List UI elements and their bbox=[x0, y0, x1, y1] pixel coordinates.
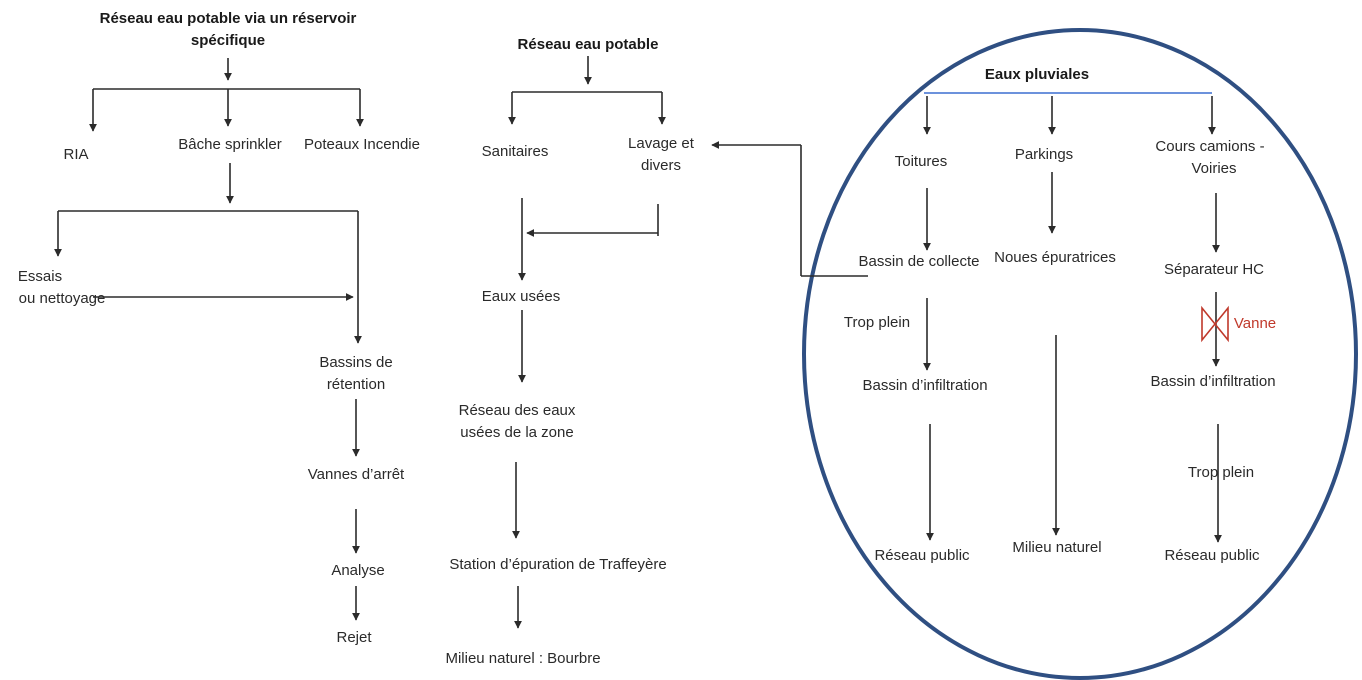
left-title-line1: Réseau eau potable via un réservoir bbox=[99, 10, 357, 27]
pluviales-title: Eaux pluviales bbox=[984, 66, 1090, 83]
node-trop-plein-1: Trop plein bbox=[843, 314, 911, 331]
valve-label: Vanne bbox=[1233, 315, 1277, 332]
node-sanitaires: Sanitaires bbox=[481, 143, 549, 160]
pluviales-zone-ellipse bbox=[802, 28, 1358, 680]
node-eaux-usees: Eaux usées bbox=[481, 288, 561, 305]
node-trop-plein-2: Trop plein bbox=[1187, 464, 1255, 481]
node-reseau-line1: Réseau des eaux bbox=[458, 402, 576, 419]
node-bassins-line1: Bassins de bbox=[319, 354, 393, 371]
node-lavage-line2: divers bbox=[640, 157, 682, 174]
node-lavage-line1: Lavage et bbox=[628, 135, 694, 152]
node-bassin-infiltration-1: Bassin d’infiltration bbox=[862, 377, 988, 394]
node-essais-line1: Essais bbox=[17, 268, 63, 285]
node-ria: RIA bbox=[63, 146, 89, 163]
node-cours-line2: Voiries bbox=[1191, 160, 1237, 177]
node-separateur-hc: Séparateur HC bbox=[1163, 261, 1265, 278]
middle-connectors bbox=[508, 56, 666, 629]
valve-icon bbox=[1201, 305, 1229, 343]
node-vannes-arret: Vannes d’arrêt bbox=[307, 466, 405, 483]
node-toitures: Toitures bbox=[894, 153, 948, 170]
node-bassins-line2: rétention bbox=[326, 376, 386, 393]
node-essais-line2: ou nettoyage bbox=[18, 290, 106, 307]
node-milieu-bourbre: Milieu naturel : Bourbre bbox=[445, 650, 601, 667]
node-rejet: Rejet bbox=[336, 629, 372, 646]
node-parkings: Parkings bbox=[1014, 146, 1074, 163]
node-station-epuration: Station d’épuration de Traffeyère bbox=[449, 556, 667, 573]
node-cours-line1: Cours camions - bbox=[1155, 138, 1265, 155]
node-reseau-public-1: Réseau public bbox=[874, 547, 970, 564]
node-reseau-line2: usées de la zone bbox=[460, 424, 574, 441]
node-bache-sprinkler: Bâche sprinkler bbox=[178, 136, 282, 153]
node-noues-epuratrices: Noues épuratrices bbox=[994, 249, 1116, 266]
node-bassin-infiltration-2: Bassin d’infiltration bbox=[1150, 373, 1276, 390]
node-reseau-public-2: Réseau public bbox=[1164, 547, 1260, 564]
middle-title: Réseau eau potable bbox=[517, 36, 659, 53]
left-title-line2: spécifique bbox=[190, 32, 266, 49]
left-connectors bbox=[54, 58, 364, 621]
node-poteaux-incendie: Poteaux Incendie bbox=[304, 136, 420, 153]
node-milieu-naturel: Milieu naturel bbox=[1012, 539, 1102, 556]
node-bassin-collecte: Bassin de collecte bbox=[858, 253, 980, 270]
node-analyse: Analyse bbox=[331, 562, 385, 579]
right-connectors bbox=[711, 96, 1222, 543]
